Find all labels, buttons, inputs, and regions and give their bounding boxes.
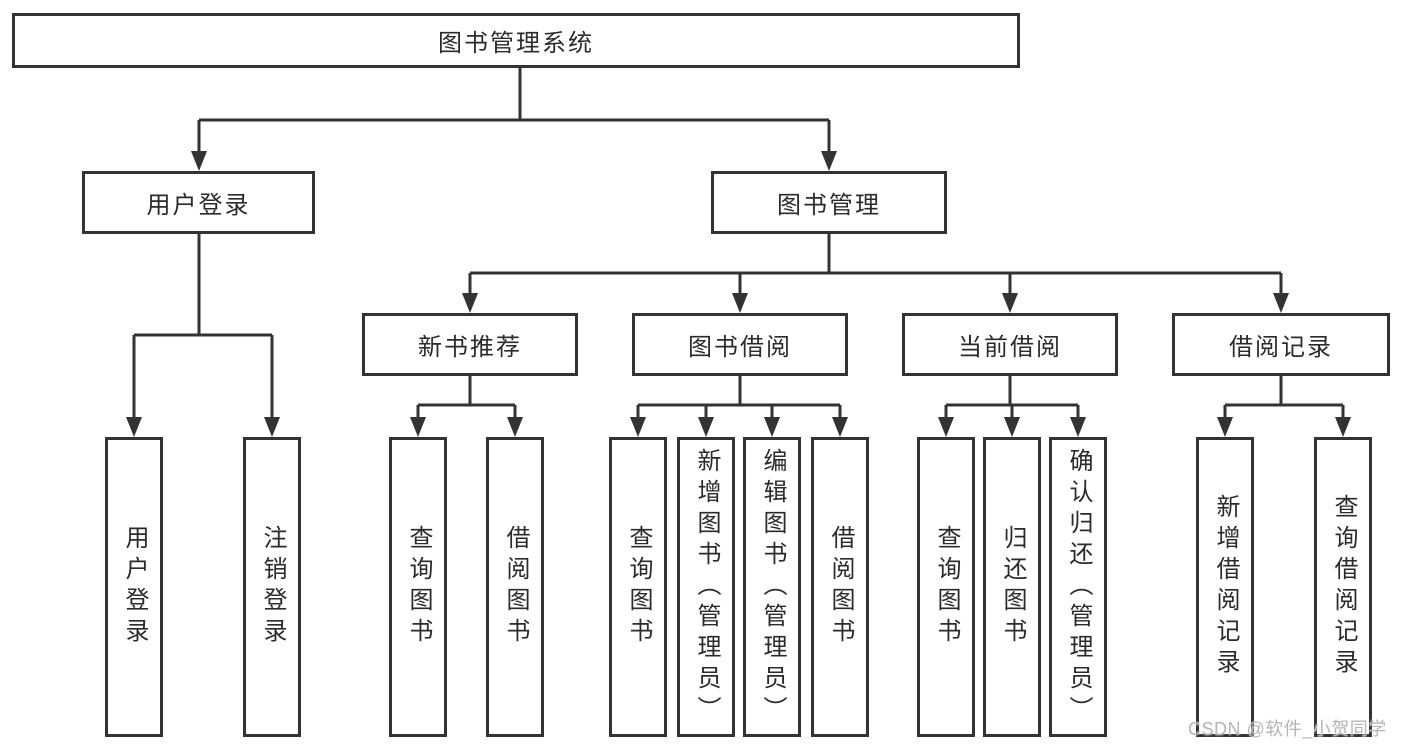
node-borrowing-records: 借阅记录 <box>1172 313 1390 376</box>
leaf-query-books-borrow: 查询图书 <box>609 437 667 737</box>
node-current-borrowing: 当前借阅 <box>902 313 1118 376</box>
leaf-edit-books-admin-label: 编辑图书（管理员） <box>759 447 786 727</box>
leaf-borrow-books-recommend-label: 借阅图书 <box>502 525 529 649</box>
leaf-query-borrow-record-label: 查询借阅记录 <box>1330 494 1357 680</box>
leaf-add-books-admin-label: 新增图书（管理员） <box>693 447 720 727</box>
leaf-borrow-books: 借阅图书 <box>811 437 869 737</box>
leaf-user-login: 用户登录 <box>105 437 163 737</box>
leaf-edit-books-admin: 编辑图书（管理员） <box>743 437 801 737</box>
leaf-add-borrow-record: 新增借阅记录 <box>1196 437 1254 737</box>
leaf-user-login-label: 用户登录 <box>121 525 148 649</box>
csdn-watermark: CSDN @软件_小贺同学 <box>1188 719 1387 739</box>
leaf-query-books-current: 查询图书 <box>917 437 975 737</box>
leaf-logout-label: 注销登录 <box>259 525 286 649</box>
node-user-login: 用户登录 <box>82 171 315 234</box>
node-library-system: 图书管理系统 <box>12 13 1020 68</box>
leaf-return-books-label: 归还图书 <box>999 525 1026 649</box>
leaf-query-borrow-record: 查询借阅记录 <box>1314 437 1372 737</box>
leaf-query-books-borrow-label: 查询图书 <box>625 525 652 649</box>
node-book-borrowing: 图书借阅 <box>632 313 848 376</box>
leaf-query-books-current-label: 查询图书 <box>933 525 960 649</box>
leaf-confirm-return-admin-label: 确认归还（管理员） <box>1065 447 1092 727</box>
leaf-logout: 注销登录 <box>243 437 301 737</box>
node-book-management: 图书管理 <box>711 171 947 234</box>
leaf-add-borrow-record-label: 新增借阅记录 <box>1212 494 1239 680</box>
leaf-borrow-books-recommend: 借阅图书 <box>486 437 544 737</box>
leaf-query-books-recommend: 查询图书 <box>389 437 447 737</box>
leaf-borrow-books-label: 借阅图书 <box>827 525 854 649</box>
leaf-confirm-return-admin: 确认归还（管理员） <box>1049 437 1107 737</box>
leaf-return-books: 归还图书 <box>983 437 1041 737</box>
node-new-book-recommendation: 新书推荐 <box>362 313 578 376</box>
leaf-add-books-admin: 新增图书（管理员） <box>677 437 735 737</box>
leaf-query-books-recommend-label: 查询图书 <box>405 525 432 649</box>
